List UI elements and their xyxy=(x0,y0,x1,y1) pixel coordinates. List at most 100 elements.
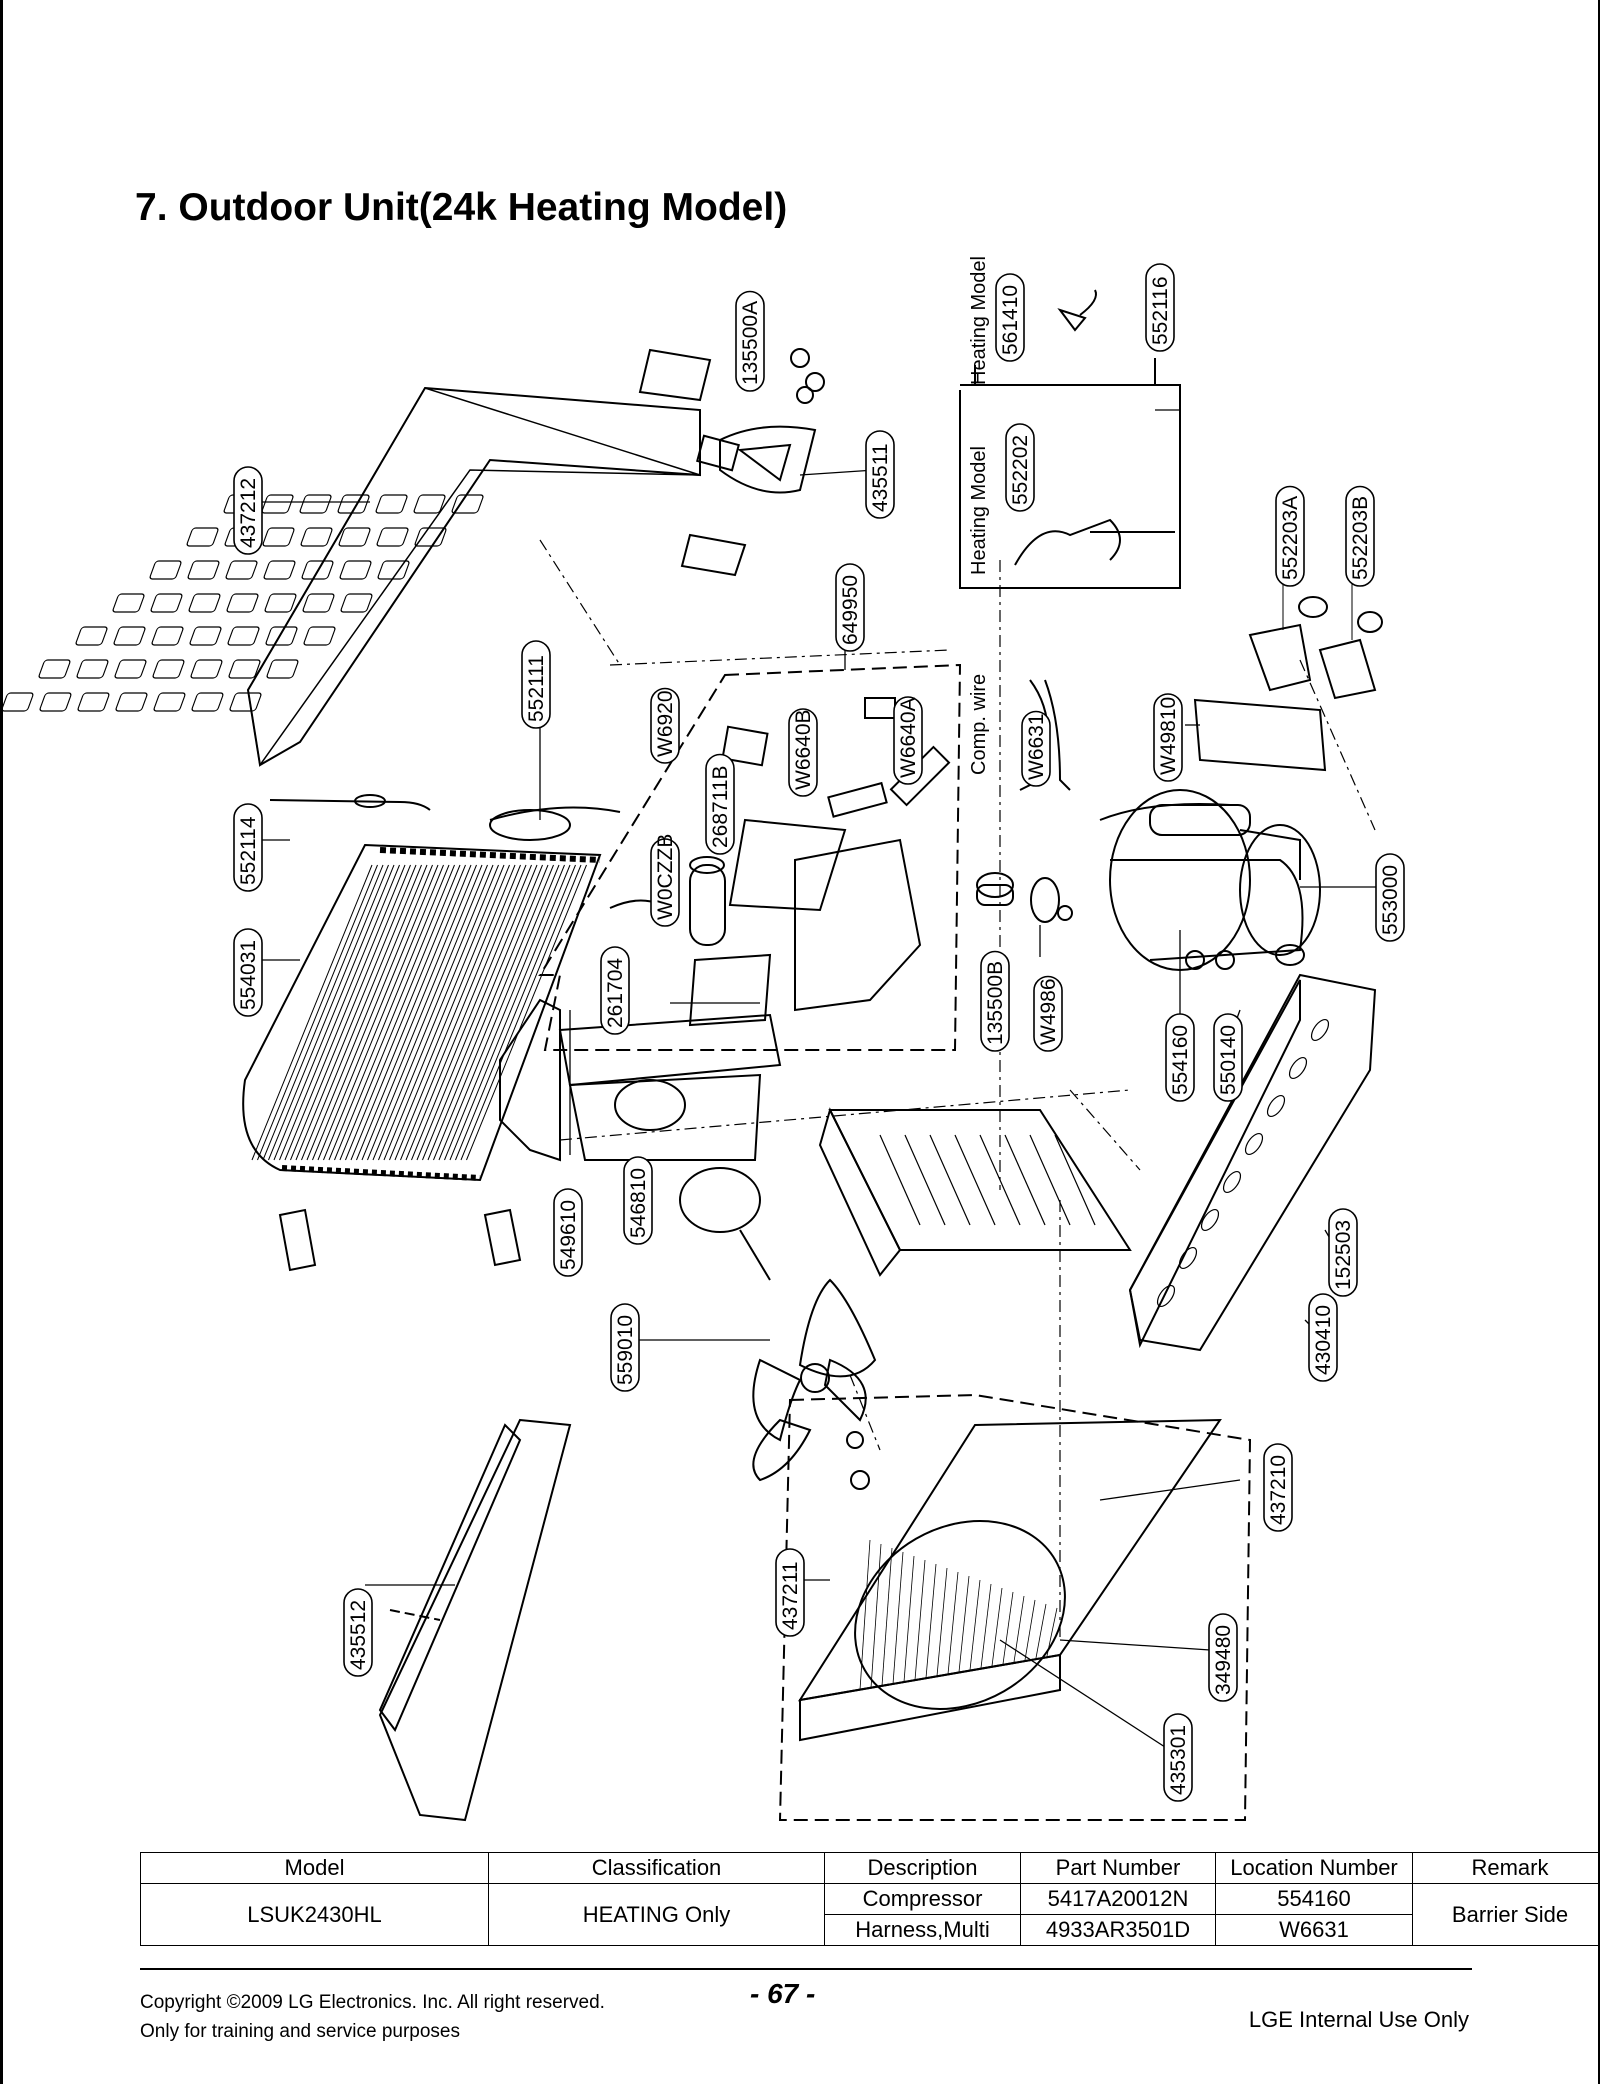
heat-exchanger-part xyxy=(242,843,602,1182)
callout-w49810: W49810 xyxy=(1153,693,1183,782)
fan-motor-part xyxy=(679,1167,771,1281)
callout-552111: 552111 xyxy=(521,640,551,729)
callout-label: 552203B xyxy=(1349,496,1372,580)
pipe-part xyxy=(269,794,621,841)
callout-549610: 549610 xyxy=(553,1188,583,1277)
callout-552114: 552114 xyxy=(233,803,263,892)
motor-bracket-part xyxy=(499,998,782,1162)
side-cover-part xyxy=(378,1418,572,1822)
heating-model-label-1: Heating Model xyxy=(968,256,990,385)
callout-label: W6631 xyxy=(1025,713,1048,780)
callout-550140: 550140 xyxy=(1213,1013,1243,1102)
cell-model: LSUK2430HL xyxy=(140,1883,489,1946)
header-description: Description xyxy=(824,1852,1021,1884)
callout-553000: 553000 xyxy=(1375,853,1405,942)
heating-model-label-2: Heating Model xyxy=(968,446,990,575)
header-classification: Classification xyxy=(488,1852,825,1884)
callout-label: 135500B xyxy=(984,961,1007,1045)
copyright-line-2: Only for training and service purposes xyxy=(140,2021,460,2042)
parts-table: Model Classification Description Part Nu… xyxy=(140,1852,1600,1946)
propeller-fan-part xyxy=(752,1278,877,1490)
callout-435511: 435511 xyxy=(865,430,895,519)
callout-w6631: W6631 xyxy=(1021,710,1051,787)
callout-554160: 554160 xyxy=(1165,1013,1195,1102)
callout-label: 561410 xyxy=(999,285,1022,355)
callout-label: 559010 xyxy=(614,1315,637,1385)
callout-label: 554160 xyxy=(1169,1025,1192,1095)
callout-w6920: W6920 xyxy=(650,687,680,764)
page-title: 7. Outdoor Unit(24k Heating Model) xyxy=(135,186,788,229)
page-border-right xyxy=(1598,0,1600,2084)
callout-430410: 430410 xyxy=(1308,1293,1338,1382)
callout-label: 549610 xyxy=(557,1200,580,1270)
comp-wire-label: Comp. wire xyxy=(968,674,990,775)
cell-description: Compressor xyxy=(824,1883,1021,1915)
cell-location: W6631 xyxy=(1215,1914,1413,1946)
callout-label: 435512 xyxy=(347,1600,370,1670)
callout-561410: 561410 xyxy=(995,273,1025,362)
callout-label: W6640A xyxy=(897,697,920,778)
callout-w0czzb: W0CZZB xyxy=(650,834,680,927)
callout-label: 553000 xyxy=(1379,865,1402,935)
callout-w4986: W4986 xyxy=(1033,975,1063,1052)
callout-554031: 554031 xyxy=(233,928,263,1017)
callout-label: 268711B xyxy=(709,765,732,848)
callout-label: 437212 xyxy=(237,478,260,548)
bracket-part xyxy=(638,348,740,472)
callout-label: 435511 xyxy=(869,443,892,512)
callout-135500a: 135500A xyxy=(735,290,765,392)
table-header-row: Model Classification Description Part Nu… xyxy=(140,1852,1600,1884)
cell-location: 554160 xyxy=(1215,1883,1413,1915)
callout-552203a: 552203A xyxy=(1275,485,1305,587)
callout-label: 261704 xyxy=(604,958,627,1028)
base-pan-part xyxy=(1128,973,1377,1352)
callout-label: W0CZZB xyxy=(654,834,677,920)
callout-label: 135500A xyxy=(739,301,762,385)
callout-label: W6640B xyxy=(792,709,815,790)
header-part-number: Part Number xyxy=(1020,1852,1216,1884)
cell-part-number: 5417A20012N xyxy=(1020,1883,1216,1915)
cover-part xyxy=(719,348,825,494)
callout-label: 552203A xyxy=(1279,496,1302,580)
callout-label: W4986 xyxy=(1037,978,1060,1045)
callout-label: W6920 xyxy=(654,690,677,757)
callout-label: 349480 xyxy=(1212,1625,1235,1695)
header-model: Model xyxy=(140,1852,489,1884)
copyright-line-1: Copyright ©2009 LG Electronics. Inc. All… xyxy=(140,1992,605,2013)
compressor-accessories xyxy=(976,872,1305,970)
callout-w6640a: W6640A xyxy=(893,696,923,785)
callout-152503: 152503 xyxy=(1328,1208,1358,1297)
callout-349480: 349480 xyxy=(1208,1613,1238,1702)
top-cover-part xyxy=(1,386,701,767)
page-number: - 67 - xyxy=(750,1978,816,2009)
compressor-part xyxy=(1099,789,1321,971)
callout-label: 552202 xyxy=(1009,435,1032,505)
callout-label: 552116 xyxy=(1149,276,1172,345)
callout-546810: 546810 xyxy=(623,1156,653,1245)
callout-label: 554031 xyxy=(237,940,260,1010)
callout-label: 546810 xyxy=(627,1168,650,1238)
callout-label: 152503 xyxy=(1332,1220,1355,1290)
table-row: Harness,Multi 4933AR3501D W6631 xyxy=(141,1914,1600,1946)
callout-552116: 552116 xyxy=(1145,263,1175,352)
callout-649950: 649950 xyxy=(835,563,865,652)
table-row: LSUK2430HL HEATING Only Compressor 5417A… xyxy=(140,1883,1600,1946)
clip-part xyxy=(278,1208,317,1272)
internal-use-note: LGE Internal Use Only xyxy=(1248,2007,1469,2032)
callout-552202: 552202 xyxy=(1005,423,1035,512)
header-remark: Remark xyxy=(1412,1852,1600,1884)
callout-261704: 261704 xyxy=(600,946,630,1035)
callout-437212: 437212 xyxy=(233,466,263,555)
callout-label: W49810 xyxy=(1157,697,1180,775)
heating-model-box xyxy=(959,289,1181,589)
callout-435512: 435512 xyxy=(343,1588,373,1677)
cell-description: Harness,Multi xyxy=(824,1914,1021,1946)
page-border-left xyxy=(0,0,3,2084)
callout-559010: 559010 xyxy=(610,1303,640,1392)
callout-268711b: 268711B xyxy=(705,753,735,855)
callout-435301: 435301 xyxy=(1163,1713,1193,1802)
clip-part xyxy=(483,1208,522,1267)
callout-label: 552114 xyxy=(237,816,260,885)
